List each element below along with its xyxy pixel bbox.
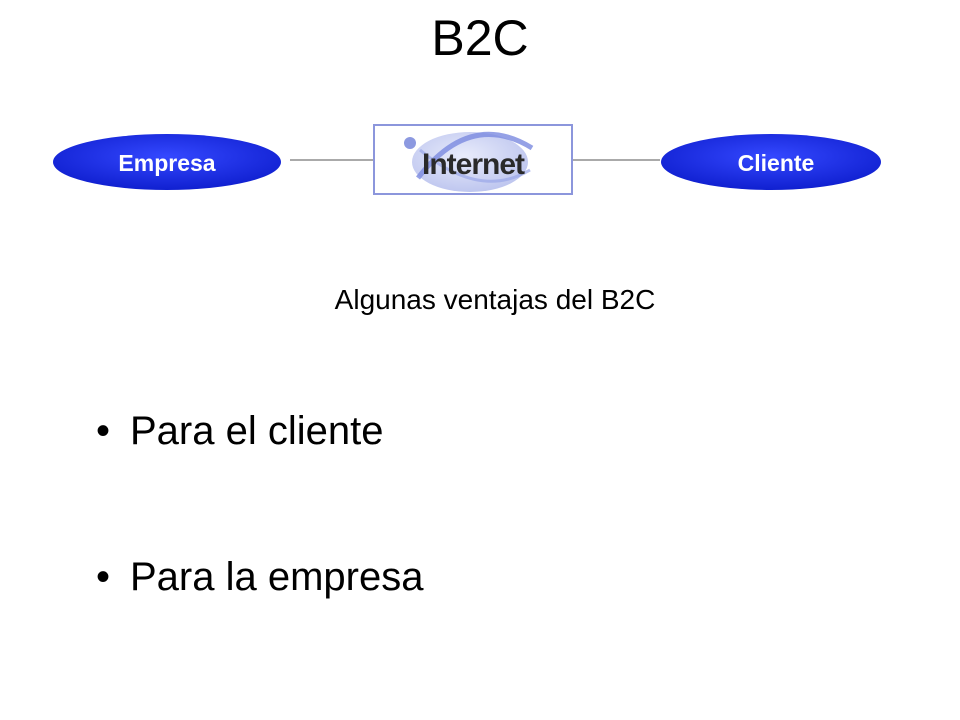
bullet-list: • Para el cliente • Para la empresa [96, 398, 423, 690]
bullet-item-cliente: • Para el cliente [96, 398, 423, 464]
bullet-marker: • [96, 409, 111, 453]
bullet-text: Para el cliente [130, 409, 384, 453]
node-empresa-label: Empresa [118, 150, 215, 176]
slide-title: B2C [431, 10, 529, 66]
b2c-diagram: Empresa Internet Cliente [53, 124, 881, 195]
node-internet: Internet [373, 124, 573, 195]
node-internet-label: Internet [422, 148, 525, 181]
bullet-item-empresa: • Para la empresa [96, 544, 423, 610]
node-cliente: Cliente [661, 134, 881, 190]
bullet-marker: • [96, 555, 111, 599]
bullet-text: Para la empresa [130, 555, 424, 599]
slide-subtitle: Algunas ventajas del B2C [334, 284, 656, 315]
node-cliente-label: Cliente [738, 150, 815, 176]
node-empresa: Empresa [53, 134, 281, 190]
globe-icon [404, 131, 534, 192]
